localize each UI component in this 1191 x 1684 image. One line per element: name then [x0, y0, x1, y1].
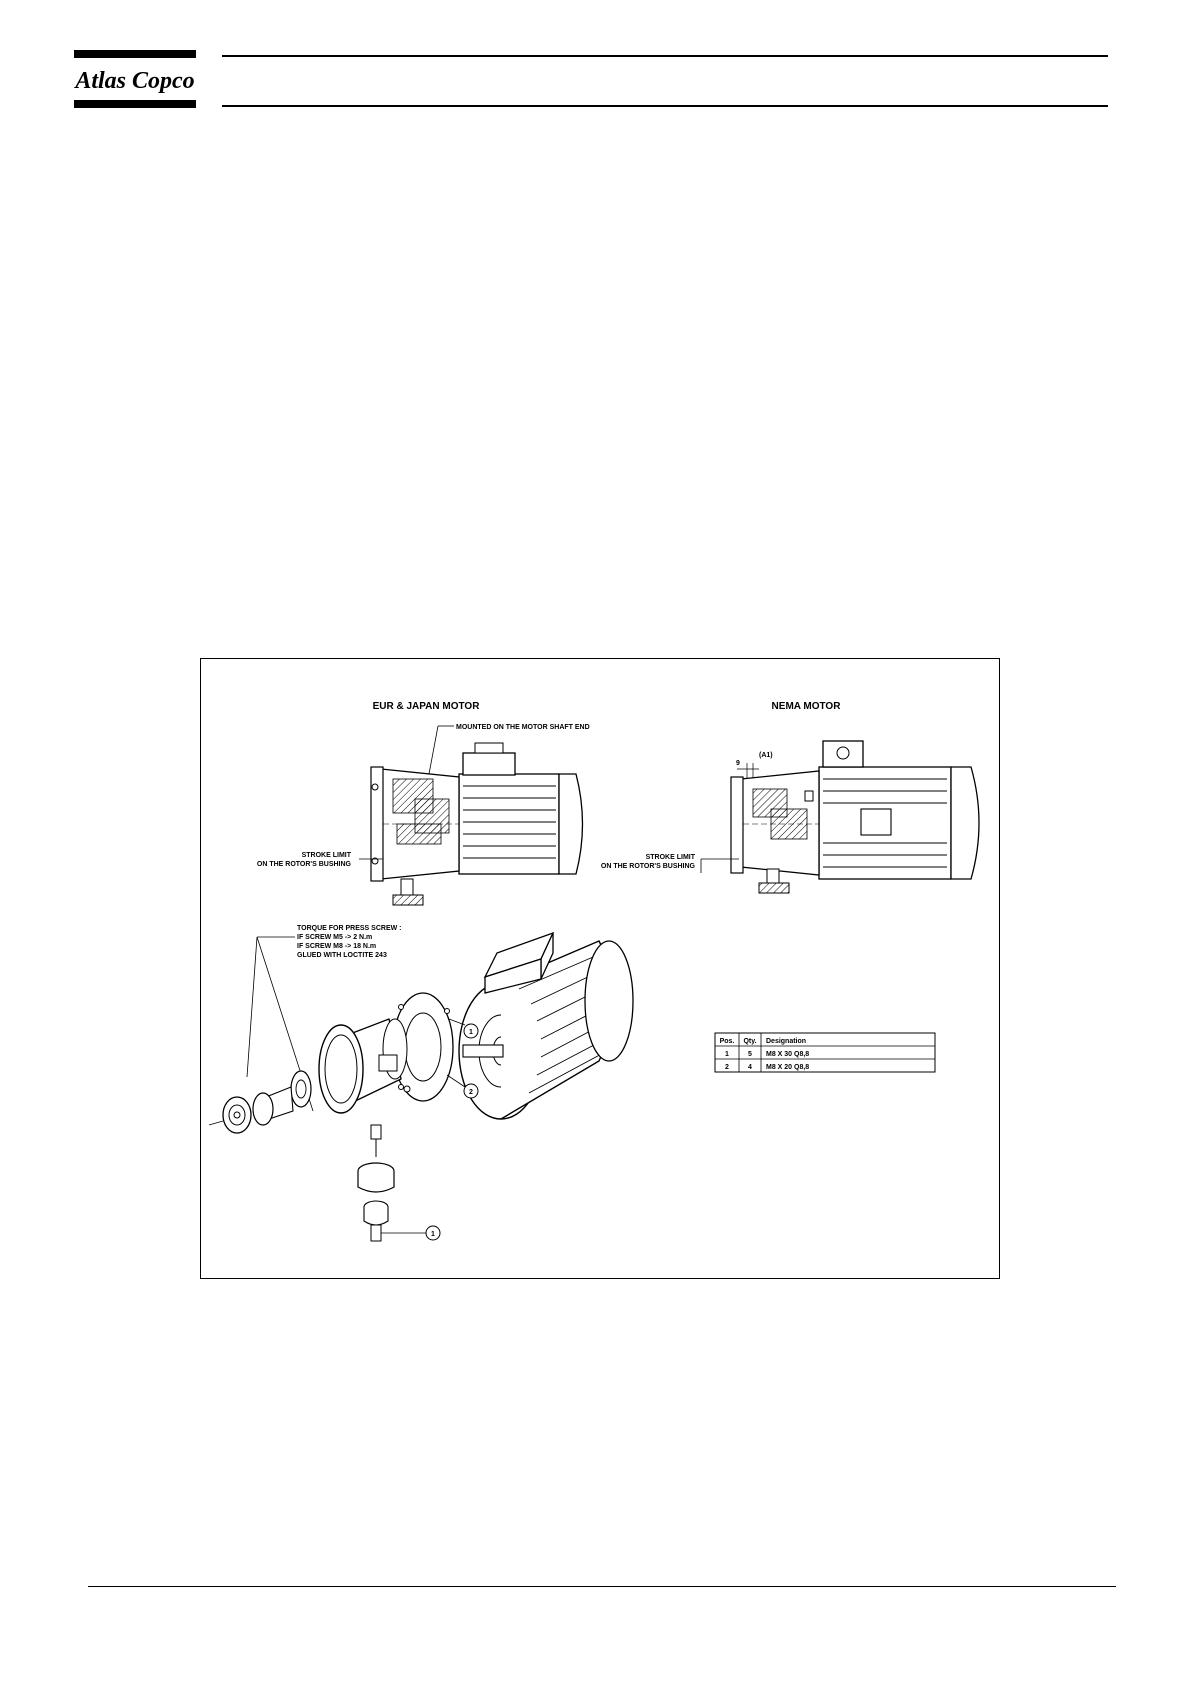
- eur-stroke-limit-line2: ON THE ROTOR'S BUSHING: [257, 861, 352, 868]
- nema-dim-9: 9: [736, 760, 740, 767]
- parts-table: Pos. Qty. Designation 1 5 M8 X 30 Q8,8 2…: [714, 1032, 936, 1073]
- exploded-assembly-view: [208, 931, 634, 1242]
- balloon-1-lower: 1: [425, 1225, 441, 1241]
- eur-japan-motor-view: EUR & JAPAN MOTOR MOUNTED ON THE MOTOR S…: [257, 701, 590, 906]
- svg-text:1: 1: [431, 1231, 435, 1238]
- mounted-callout: MOUNTED ON THE MOTOR SHAFT END: [456, 724, 590, 731]
- table-row-2-pos: 2: [725, 1064, 729, 1071]
- svg-text:TORQUE FOR PRESS SCREW :: TORQUE FOR PRESS SCREW :: [297, 925, 402, 932]
- nema-stroke-limit-line2: ON THE ROTOR'S BUSHING: [601, 863, 696, 870]
- table-header-designation: Designation: [766, 1038, 806, 1045]
- svg-text:GLUED WITH LOCTITE 243: GLUED WITH LOCTITE 243: [297, 952, 387, 959]
- nema-motor-view: NEMA MOTOR 9 (A1): [601, 701, 980, 894]
- svg-text:Atlas Copco: Atlas Copco: [74, 68, 195, 94]
- svg-text:1: 1: [469, 1029, 473, 1036]
- eur-stroke-limit-line1: STROKE LIMIT: [302, 852, 352, 859]
- table-row-2-designation: M8 X 20 Q8,8: [766, 1064, 809, 1071]
- table-row-1-designation: M8 X 30 Q8,8: [766, 1051, 809, 1058]
- assembly-drawing-figure: EUR & JAPAN MOTOR MOUNTED ON THE MOTOR S…: [200, 658, 1000, 1279]
- table-row-1-pos: 1: [725, 1051, 729, 1058]
- nema-stroke-limit-line1: STROKE LIMIT: [646, 854, 696, 861]
- header-rule-bottom: [222, 105, 1108, 107]
- header-rule-top: [222, 55, 1108, 57]
- balloon-1-upper: 1: [463, 1023, 479, 1039]
- svg-text:IF SCREW M5 -> 2 N.m: IF SCREW M5 -> 2 N.m: [297, 934, 372, 941]
- table-header-pos: Pos.: [720, 1038, 735, 1045]
- table-row-1-qty: 5: [748, 1051, 752, 1058]
- svg-text:2: 2: [469, 1089, 473, 1096]
- atlas-copco-logo: Atlas Copco: [74, 50, 196, 108]
- eur-japan-title: EUR & JAPAN MOTOR: [373, 701, 481, 712]
- nema-title: NEMA MOTOR: [772, 701, 842, 712]
- table-header-qty: Qty.: [743, 1038, 756, 1045]
- nema-ref-a1: (A1): [759, 752, 773, 759]
- balloon-2: 2: [463, 1083, 479, 1099]
- svg-text:IF SCREW M8 -> 18 N.m: IF SCREW M8 -> 18 N.m: [297, 943, 376, 950]
- footer-rule: [88, 1586, 1116, 1587]
- table-row-2-qty: 4: [748, 1064, 752, 1071]
